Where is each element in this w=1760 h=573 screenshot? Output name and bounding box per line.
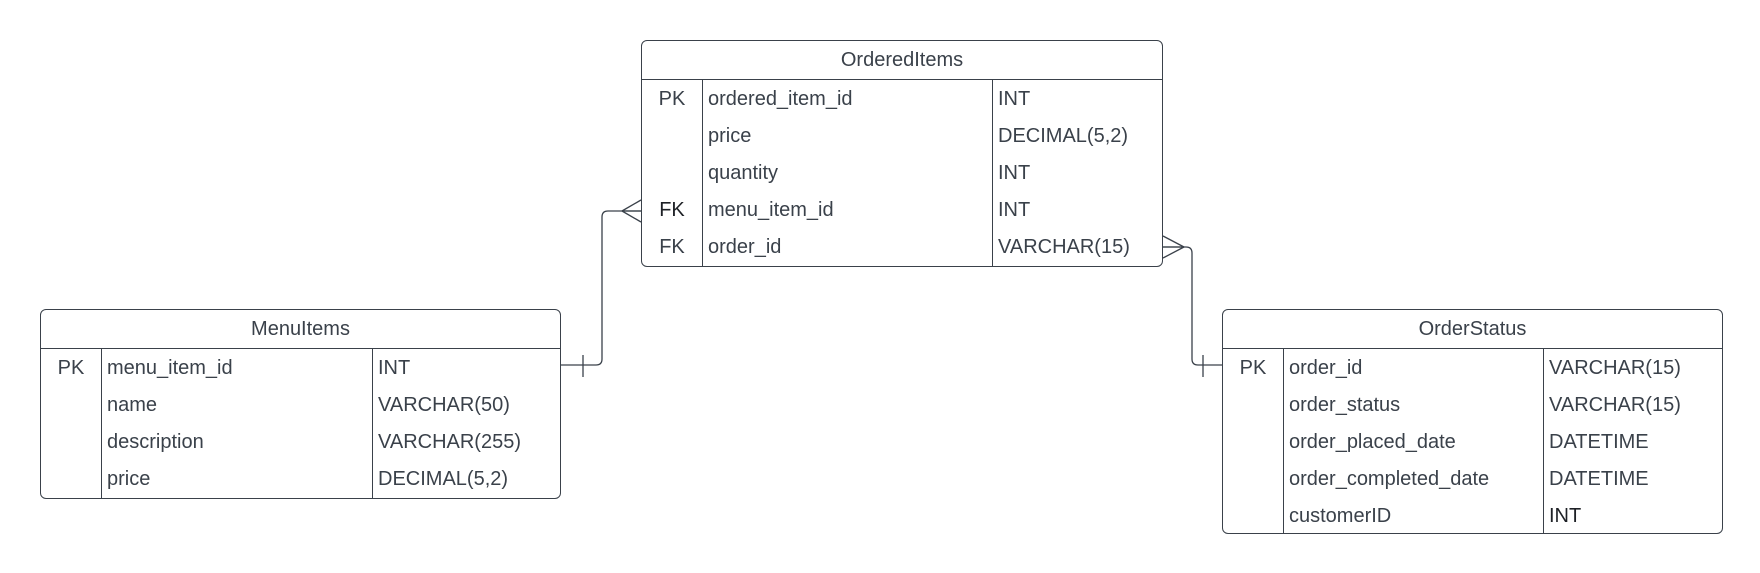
field-name: name — [107, 394, 158, 416]
key-label: FK — [659, 236, 685, 258]
entity-title: OrderStatus — [1223, 310, 1722, 349]
relationship-menuitems-ordereditems[interactable] — [561, 199, 642, 377]
connector-line — [561, 210, 641, 366]
field-type: INT — [998, 199, 1031, 221]
field-name: description — [107, 431, 204, 453]
crows-foot-many-marker — [621, 199, 642, 223]
field-type: DECIMAL(5,2) — [998, 125, 1129, 147]
entity-fields: PK menu_item_id INT name VARCHAR(50) des… — [41, 349, 560, 498]
field-type: VARCHAR(15) — [998, 236, 1130, 258]
field-row[interactable]: customerID INT — [1223, 498, 1722, 533]
field-name: customerID — [1289, 505, 1392, 527]
field-row[interactable]: price DECIMAL(5,2) — [642, 118, 1162, 155]
field-row[interactable]: PK ordered_item_id INT — [642, 81, 1162, 118]
column-divider — [101, 349, 102, 498]
entity-menuitems[interactable]: MenuItems PK menu_item_id INT name VARCH… — [40, 309, 561, 499]
field-type: DECIMAL(5,2) — [378, 468, 509, 490]
field-row[interactable]: order_placed_date DATETIME — [1223, 424, 1722, 461]
entity-orderstatus[interactable]: OrderStatus PK order_id VARCHAR(15) orde… — [1222, 309, 1723, 534]
entity-fields: PK ordered_item_id INT price DECIMAL(5,2… — [642, 80, 1162, 266]
field-row[interactable]: description VARCHAR(255) — [41, 424, 560, 461]
key-label: FK — [659, 199, 685, 221]
key-label: PK — [57, 357, 85, 379]
field-row[interactable]: price DECIMAL(5,2) — [41, 461, 560, 498]
field-row[interactable]: quantity INT — [642, 155, 1162, 192]
field-name: price — [107, 468, 151, 490]
field-name: ordered_item_id — [708, 88, 853, 110]
field-name: order_id — [708, 236, 782, 258]
field-row[interactable]: order_status VARCHAR(15) — [1223, 387, 1722, 424]
column-divider — [702, 80, 703, 266]
column-divider — [992, 80, 993, 266]
field-name: price — [708, 125, 752, 147]
column-divider — [1283, 349, 1284, 533]
field-row[interactable]: PK menu_item_id INT — [41, 350, 560, 387]
column-divider — [372, 349, 373, 498]
connector-line — [1163, 246, 1222, 366]
field-row[interactable]: name VARCHAR(50) — [41, 387, 560, 424]
key-label: PK — [1239, 357, 1267, 379]
field-type: INT — [998, 88, 1031, 110]
crows-foot-many-marker — [1162, 235, 1185, 259]
field-name: order_completed_date — [1289, 468, 1490, 490]
field-name: menu_item_id — [107, 357, 233, 379]
field-type: DATETIME — [1549, 431, 1649, 453]
field-type: VARCHAR(255) — [378, 431, 521, 453]
field-row[interactable]: PK order_id VARCHAR(15) — [1223, 350, 1722, 387]
entity-fields: PK order_id VARCHAR(15) order_status VAR… — [1223, 349, 1722, 533]
entity-ordereditems[interactable]: OrderedItems PK ordered_item_id INT pric… — [641, 40, 1163, 267]
field-name: order_id — [1289, 357, 1363, 379]
field-type: INT — [378, 357, 411, 379]
field-name: order_status — [1289, 394, 1401, 416]
key-label: PK — [658, 88, 686, 110]
field-row[interactable]: FK order_id VARCHAR(15) — [642, 229, 1162, 266]
field-type: DATETIME — [1549, 468, 1649, 490]
entity-title: OrderedItems — [642, 41, 1162, 80]
field-row[interactable]: order_completed_date DATETIME — [1223, 461, 1722, 498]
relationship-orderstatus-ordereditems[interactable] — [1162, 235, 1222, 377]
field-name: menu_item_id — [708, 199, 834, 221]
field-type: VARCHAR(50) — [378, 394, 510, 416]
field-type: VARCHAR(15) — [1549, 394, 1681, 416]
field-name: quantity — [708, 162, 779, 184]
column-divider — [1543, 349, 1544, 533]
field-type: INT — [1549, 505, 1582, 527]
field-row[interactable]: FK menu_item_id INT — [642, 192, 1162, 229]
field-name: order_placed_date — [1289, 431, 1456, 453]
entity-title: MenuItems — [41, 310, 560, 349]
field-type: INT — [998, 162, 1031, 184]
field-type: VARCHAR(15) — [1549, 357, 1681, 379]
